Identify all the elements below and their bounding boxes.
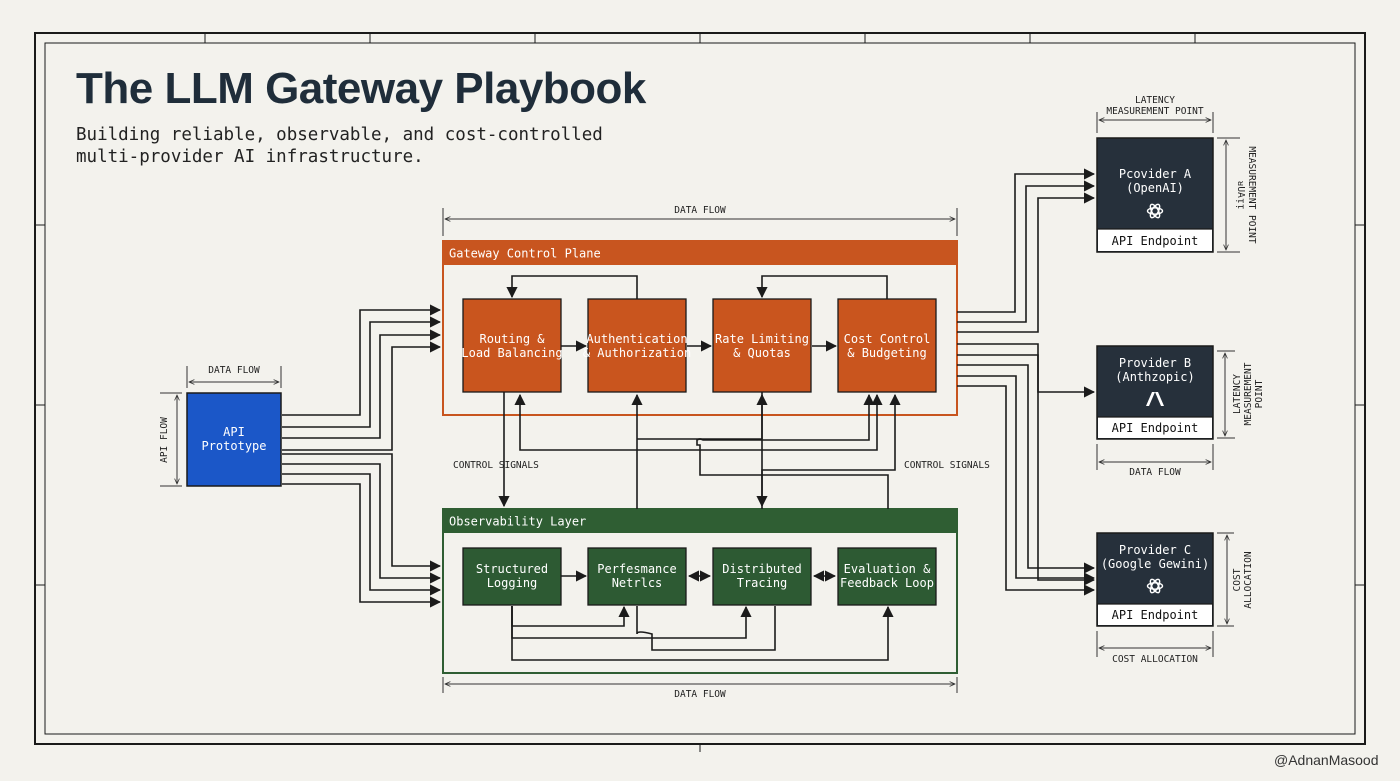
svg-text:POINT: POINT (1254, 379, 1265, 408)
svg-text:Pcovider A: Pcovider A (1119, 167, 1192, 181)
svg-text:(Google Gewini): (Google Gewini) (1101, 557, 1209, 571)
api-data-flow-dimension: DATA FLOW (186, 365, 282, 388)
anthropic-logo-icon (1146, 392, 1164, 406)
author-credit: @AdnanMasood (1274, 752, 1379, 768)
gateway-module-authentication[interactable]: Authentication & Authorization (583, 298, 691, 393)
svg-text:MEASUREMENT: MEASUREMENT (1243, 362, 1254, 425)
api-prototype-label-line-1: API (223, 425, 245, 439)
control-signals-left-label: CONTROL SIGNALS (453, 460, 539, 471)
provider-c-endpoint: API Endpoint (1112, 608, 1199, 622)
svg-text:MEASUREMENT POINT: MEASUREMENT POINT (1106, 106, 1204, 117)
connection-lines (282, 168, 1096, 661)
svg-text:LATENCY: LATENCY (1232, 374, 1243, 414)
provider-b-endpoint: API Endpoint (1112, 421, 1199, 435)
svg-text:Feedback Loop: Feedback Loop (840, 576, 934, 590)
svg-text:ALLOCATION: ALLOCATION (1243, 551, 1254, 608)
svg-text:Logging: Logging (487, 576, 538, 590)
gateway-data-flow-dimension: DATA FLOW (442, 205, 958, 236)
svg-text:MEASUREMENT POINT: MEASUREMENT POINT (1246, 146, 1257, 244)
svg-text:Distributed: Distributed (722, 562, 801, 576)
observability-module-metrics[interactable]: Perfesmance Netrlcs (587, 547, 687, 606)
svg-text:Tracing: Tracing (737, 576, 788, 590)
observability-layer-panel: Observability Layer (442, 508, 958, 674)
control-signals-right-label: CONTROL SIGNALS (904, 460, 990, 471)
svg-text:ᴚUAᴉᴉ: ᴚUAᴉᴉ (1235, 181, 1246, 210)
svg-text:DATA FLOW: DATA FLOW (208, 365, 260, 376)
gateway-module-routing[interactable]: Routing & Load Balancing (461, 298, 563, 393)
provider-a-endpoint: API Endpoint (1112, 234, 1199, 248)
api-flow-dimension: API FLOW (159, 392, 182, 487)
svg-text:Provider C: Provider C (1119, 543, 1191, 557)
observability-module-evaluation[interactable]: Evaluation & Feedback Loop (837, 547, 937, 606)
observability-data-flow-dimension: DATA FLOW (442, 677, 958, 700)
svg-text:Perfesmance: Perfesmance (597, 562, 676, 576)
observability-panel-title: Observability Layer (449, 515, 586, 529)
gateway-control-plane-panel: Gateway Control Plane (442, 240, 958, 416)
gateway-module-cost-control[interactable]: Cost Control & Budgeting (837, 298, 937, 393)
svg-text:API FLOW: API FLOW (159, 417, 170, 463)
svg-text:& Quotas: & Quotas (733, 346, 791, 360)
svg-text:LATENCY: LATENCY (1135, 95, 1175, 106)
drawing-frame (34, 32, 1366, 752)
api-prototype-label-line-2: Prototype (201, 439, 266, 453)
gateway-module-rate-limiting[interactable]: Rate Limiting & Quotas (712, 298, 812, 393)
provider-c-node[interactable]: Provider C (Google Gewini) API Endpoint (1096, 532, 1214, 627)
svg-text:Cost Control: Cost Control (844, 332, 931, 346)
gateway-panel-title: Gateway Control Plane (449, 247, 601, 261)
svg-text:DATA FLOW: DATA FLOW (1129, 467, 1181, 478)
provider-b-node[interactable]: Provider B (Anthzopic) API Endpoint (1096, 345, 1214, 440)
svg-text:Evaluation &: Evaluation & (844, 562, 931, 576)
svg-text:Netrlcs: Netrlcs (612, 576, 663, 590)
provider-b-latency-side-dimension: LATENCY MEASUREMENT POINT (1217, 350, 1265, 439)
observability-module-logging[interactable]: Structured Logging (462, 547, 562, 606)
svg-text:& Authorization: & Authorization (583, 346, 691, 360)
svg-text:DATA FLOW: DATA FLOW (674, 205, 726, 216)
svg-text:Structured: Structured (476, 562, 548, 576)
page-title: The LLM Gateway Playbook (76, 64, 646, 113)
page-subtitle: Building reliable, observable, and cost-… (76, 125, 603, 167)
provider-b-data-flow-dimension: DATA FLOW (1096, 444, 1214, 478)
openai-logo-icon (1146, 578, 1164, 594)
provider-a-node[interactable]: Pcovider A (OpenAI) API Endpoint (1096, 137, 1214, 253)
svg-text:(Anthzopic): (Anthzopic) (1115, 370, 1194, 384)
provider-a-latency-side-dimension: ᴚUAᴉᴉ MEASUREMENT POINT (1217, 137, 1257, 253)
api-prototype-node[interactable]: API Prototype (186, 392, 282, 487)
svg-text:(OpenAI): (OpenAI) (1126, 181, 1184, 195)
svg-text:DATA FLOW: DATA FLOW (674, 689, 726, 700)
svg-text:Authentication: Authentication (586, 332, 687, 346)
observability-module-tracing[interactable]: Distributed Tracing (712, 547, 812, 606)
svg-text:Provider B: Provider B (1119, 356, 1191, 370)
provider-c-cost-allocation-bottom-dimension: COST ALLOCATION (1096, 631, 1214, 665)
svg-text:& Budgeting: & Budgeting (847, 346, 926, 360)
svg-text:COST ALLOCATION: COST ALLOCATION (1112, 654, 1198, 665)
provider-a-latency-top-dimension: LATENCY MEASUREMENT POINT (1096, 95, 1214, 133)
svg-text:Rate Limiting: Rate Limiting (715, 332, 809, 346)
svg-text:Load Balancing: Load Balancing (461, 346, 562, 360)
provider-c-cost-allocation-side-dimension: COST ALLOCATION (1217, 532, 1254, 627)
svg-text:COST: COST (1232, 568, 1243, 591)
svg-text:Routing &: Routing & (479, 332, 545, 346)
openai-logo-icon (1146, 203, 1164, 219)
